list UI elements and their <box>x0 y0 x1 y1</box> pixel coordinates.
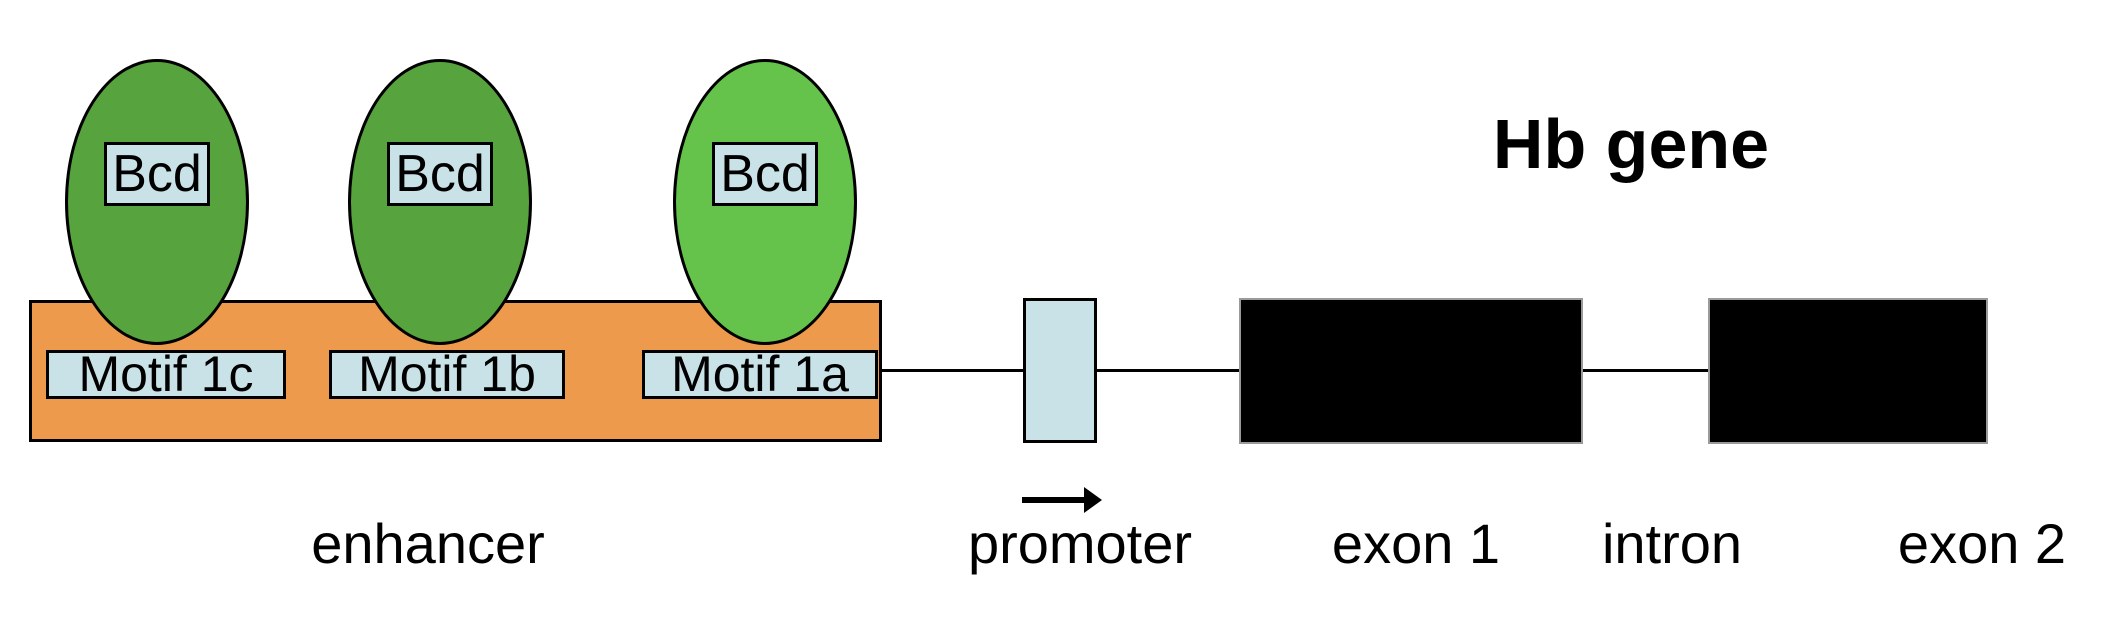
gene-title: Hb gene <box>1492 105 1770 183</box>
bcd-label-box: Bcd <box>387 142 493 206</box>
bcd-label-box: Bcd <box>712 142 818 206</box>
bcd-label-box: Bcd <box>104 142 210 206</box>
promoter-label: promoter <box>967 512 1193 575</box>
enhancer-label: enhancer <box>311 512 545 575</box>
motif-1c-box: Motif 1c <box>46 349 286 399</box>
motif-1b-box: Motif 1b <box>329 349 565 399</box>
dna-line <box>878 369 1023 372</box>
intron-line <box>1583 369 1708 372</box>
arrow-head <box>1084 487 1102 513</box>
arrow-shaft <box>1022 497 1085 503</box>
exon1-box <box>1239 298 1583 444</box>
intron-label: intron <box>1601 512 1743 575</box>
dna-line <box>1097 369 1239 372</box>
transcription-start-arrow-icon <box>1022 487 1102 513</box>
motif-1a-box: Motif 1a <box>642 349 878 399</box>
exon2-label: exon 2 <box>1897 512 2067 575</box>
promoter-box <box>1023 298 1097 443</box>
exon1-label: exon 1 <box>1331 512 1501 575</box>
exon2-box <box>1708 298 1988 444</box>
